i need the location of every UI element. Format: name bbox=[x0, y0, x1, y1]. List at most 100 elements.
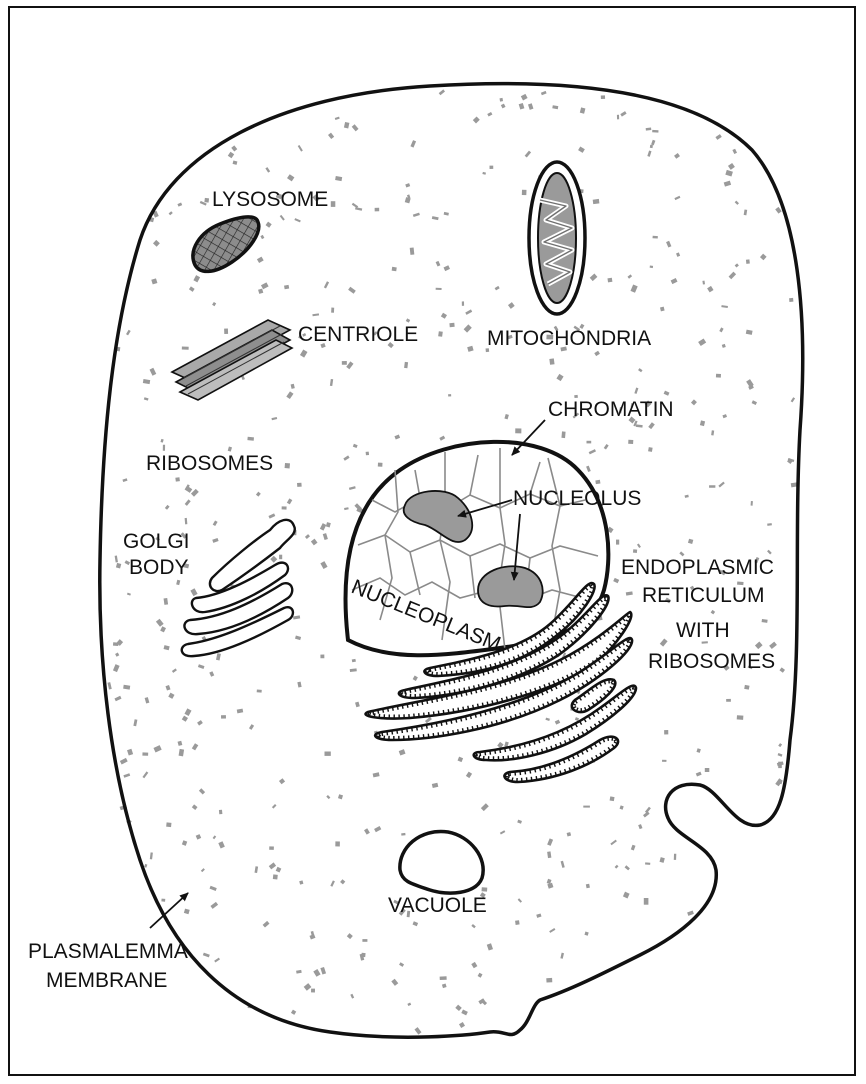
er-ribosome bbox=[382, 732, 383, 736]
speckle bbox=[500, 98, 503, 102]
speckle bbox=[343, 455, 349, 460]
er-ribosome bbox=[466, 669, 467, 673]
label-ribosomes: RIBOSOMES bbox=[146, 452, 273, 475]
speckle bbox=[192, 804, 198, 810]
speckle bbox=[560, 953, 564, 959]
er-ribosome bbox=[487, 723, 488, 727]
speckle bbox=[762, 619, 768, 623]
speckle bbox=[198, 664, 205, 669]
er-ribosome bbox=[443, 732, 444, 736]
er-ribosome bbox=[525, 770, 526, 774]
speckle bbox=[439, 89, 445, 95]
speckle bbox=[224, 329, 228, 335]
speckle bbox=[311, 989, 315, 993]
speckle bbox=[293, 615, 300, 619]
label-lysosome: LYSOSOME bbox=[212, 188, 328, 211]
er-ribosome bbox=[474, 685, 475, 689]
er-ribosome bbox=[437, 698, 438, 702]
speckle bbox=[107, 682, 111, 689]
speckle bbox=[481, 803, 489, 811]
speckle bbox=[688, 539, 693, 544]
speckle bbox=[407, 1003, 411, 1006]
er-ribosome bbox=[472, 726, 473, 730]
er-ribosome bbox=[407, 728, 408, 732]
speckle bbox=[291, 384, 295, 389]
speckle bbox=[331, 308, 334, 313]
er-ribosome bbox=[475, 714, 476, 718]
speckle bbox=[366, 452, 369, 456]
speckle bbox=[519, 103, 525, 110]
er-ribosome bbox=[402, 705, 403, 709]
er-ribosome bbox=[496, 720, 497, 724]
speckle bbox=[547, 838, 553, 846]
er-ribosome bbox=[530, 770, 531, 774]
speckle bbox=[145, 697, 150, 703]
speckle bbox=[461, 1010, 468, 1016]
speckle bbox=[231, 145, 237, 151]
speckle bbox=[721, 305, 728, 308]
label-vacuole: VACUOLE bbox=[388, 894, 487, 917]
speckle bbox=[296, 970, 302, 974]
er-ribosome bbox=[449, 690, 450, 694]
speckle bbox=[751, 501, 753, 506]
speckle bbox=[350, 994, 354, 999]
er-ribosome bbox=[535, 769, 536, 773]
speckle bbox=[189, 286, 195, 291]
speckle bbox=[176, 580, 180, 585]
speckle bbox=[465, 309, 472, 314]
speckle bbox=[256, 492, 261, 497]
speckle bbox=[375, 208, 380, 212]
er-ribosome bbox=[551, 773, 552, 777]
speckle bbox=[625, 865, 630, 870]
speckle bbox=[335, 841, 340, 846]
speckle bbox=[515, 920, 520, 925]
er-ribosome bbox=[392, 731, 393, 735]
er-ribosome bbox=[466, 692, 467, 696]
speckle bbox=[286, 391, 293, 399]
speckle bbox=[442, 984, 447, 989]
speckle bbox=[490, 166, 494, 169]
er-ribosome bbox=[478, 704, 479, 708]
speckle bbox=[414, 1027, 421, 1035]
speckle bbox=[633, 549, 637, 553]
speckle bbox=[406, 318, 410, 322]
speckle bbox=[355, 702, 360, 708]
speckle bbox=[791, 397, 795, 402]
speckle bbox=[444, 265, 450, 271]
speckle bbox=[735, 201, 739, 205]
er-ribosome bbox=[434, 684, 435, 688]
er-ribosome bbox=[591, 588, 595, 589]
speckle bbox=[471, 962, 477, 968]
speckle bbox=[160, 439, 163, 443]
er-ribosome bbox=[451, 695, 452, 699]
speckle bbox=[219, 810, 222, 815]
speckle bbox=[737, 715, 744, 720]
speckle bbox=[644, 898, 649, 905]
er-ribosome bbox=[458, 729, 459, 733]
golgi-body bbox=[182, 520, 295, 656]
speckle bbox=[664, 391, 670, 396]
speckle bbox=[297, 682, 301, 688]
er-ribosome bbox=[422, 726, 423, 730]
speckle bbox=[143, 379, 150, 384]
speckle bbox=[725, 170, 733, 177]
er-ribosome bbox=[455, 663, 456, 667]
speckle bbox=[210, 902, 218, 909]
speckle bbox=[547, 851, 551, 858]
er-ribosome bbox=[429, 685, 430, 689]
label-chromatin: CHROMATIN bbox=[548, 398, 674, 421]
speckle bbox=[300, 349, 308, 357]
er-ribosome bbox=[468, 676, 469, 680]
label-mitochondria: MITOCHONDRIA bbox=[487, 327, 651, 350]
speckle bbox=[127, 749, 133, 756]
speckle bbox=[647, 151, 651, 157]
er-ribosome bbox=[446, 721, 447, 725]
speckle bbox=[735, 263, 739, 267]
speckle bbox=[410, 248, 415, 255]
er-ribosome bbox=[481, 667, 482, 671]
er-ribosome bbox=[444, 682, 445, 686]
speckle bbox=[166, 822, 171, 827]
speckle bbox=[593, 199, 600, 204]
speckle bbox=[495, 286, 500, 291]
lysosome bbox=[193, 217, 259, 272]
